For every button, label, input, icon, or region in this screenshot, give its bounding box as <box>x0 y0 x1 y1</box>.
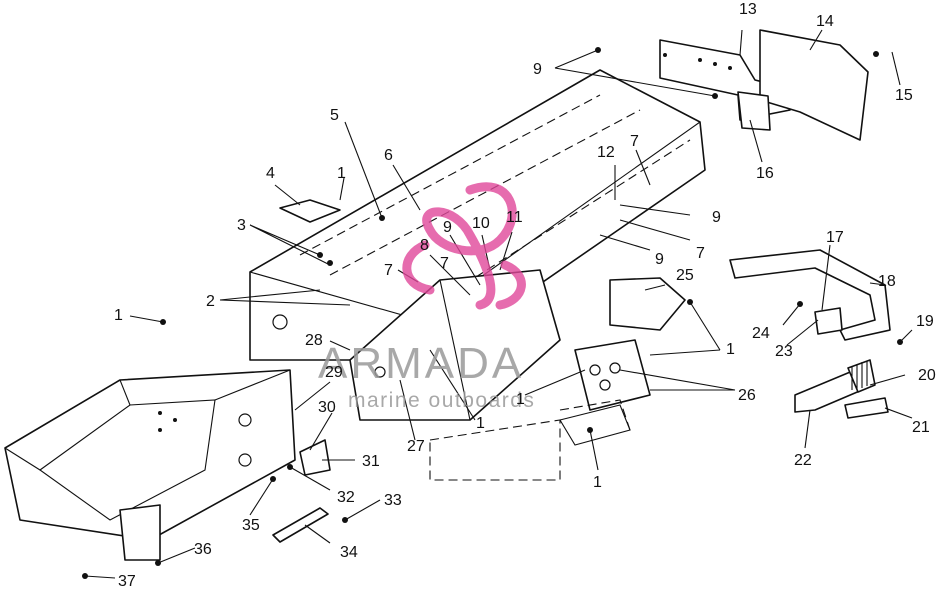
fasteners <box>82 47 903 579</box>
callout-17: 17 <box>826 229 844 246</box>
callout-1: 1 <box>593 474 602 491</box>
decal <box>844 397 889 419</box>
callout-24: 24 <box>752 325 770 342</box>
callout-36: 36 <box>194 541 212 558</box>
callout-27: 27 <box>407 438 425 455</box>
callout-33: 33 <box>384 492 402 509</box>
callout-20: 20 <box>918 367 936 384</box>
callout-9: 9 <box>655 251 664 268</box>
steering-support <box>574 277 686 411</box>
callout-26: 26 <box>738 387 756 404</box>
callout-30: 30 <box>318 399 336 416</box>
callout-9: 9 <box>533 61 542 78</box>
callout-1: 1 <box>114 307 123 324</box>
heat-shield-plate <box>279 199 341 223</box>
callout-21: 21 <box>912 419 930 436</box>
callout-6: 6 <box>384 147 393 164</box>
callout-22: 22 <box>794 452 812 469</box>
callout-35: 35 <box>242 517 260 534</box>
callout-3: 3 <box>237 217 246 234</box>
callout-32: 32 <box>337 489 355 506</box>
mount-bracket <box>299 439 331 476</box>
armada-logo-icon <box>422 182 517 310</box>
callout-7: 7 <box>696 245 705 262</box>
watermark-tagline: marine outboards <box>348 389 535 412</box>
callout-29: 29 <box>325 364 343 381</box>
callout-13: 13 <box>739 1 757 18</box>
watermark-brand: ARMADA <box>318 339 524 388</box>
callout-23: 23 <box>775 343 793 360</box>
callout-18: 18 <box>878 273 896 290</box>
callout-15: 15 <box>895 87 913 104</box>
callout-7: 7 <box>630 133 639 150</box>
tail-bracket <box>794 359 876 413</box>
callout-9: 9 <box>712 209 721 226</box>
callout-4: 4 <box>266 165 275 182</box>
callout-1: 1 <box>337 165 346 182</box>
callout-12: 12 <box>597 144 615 161</box>
callout-1: 1 <box>476 415 485 432</box>
callout-37: 37 <box>118 573 136 590</box>
bumper-bracket <box>814 307 843 335</box>
front-nose-pan <box>4 369 296 561</box>
callout-14: 14 <box>816 13 834 30</box>
callout-10: 10 <box>472 215 490 232</box>
chassis-tunnel <box>249 69 706 361</box>
watermark: ARMADA marine outboards <box>318 182 535 412</box>
callout-1: 1 <box>726 341 735 358</box>
callout-25: 25 <box>676 267 694 284</box>
callout-34: 34 <box>340 544 358 561</box>
leader-lines <box>84 29 913 579</box>
callout-5: 5 <box>330 107 339 124</box>
callout-9: 9 <box>443 219 452 236</box>
callout-1: 1 <box>516 391 525 408</box>
callout-7: 7 <box>440 255 449 272</box>
callout-7: 7 <box>384 262 393 279</box>
callout-19: 19 <box>916 313 934 330</box>
spring-bar <box>272 507 329 543</box>
callout-8: 8 <box>420 237 429 254</box>
callout-11: 11 <box>506 209 523 226</box>
callout-2: 2 <box>206 293 215 310</box>
lower-pan-outline <box>429 399 631 481</box>
callout-28: 28 <box>305 332 323 349</box>
rear-tail-bracket <box>659 29 869 141</box>
callout-numbers: 1 1 1 1 1 1 2 3 4 5 6 7 7 7 7 8 9 9 9 9 … <box>114 1 936 590</box>
callout-16: 16 <box>756 165 774 182</box>
callout-31: 31 <box>362 453 380 470</box>
